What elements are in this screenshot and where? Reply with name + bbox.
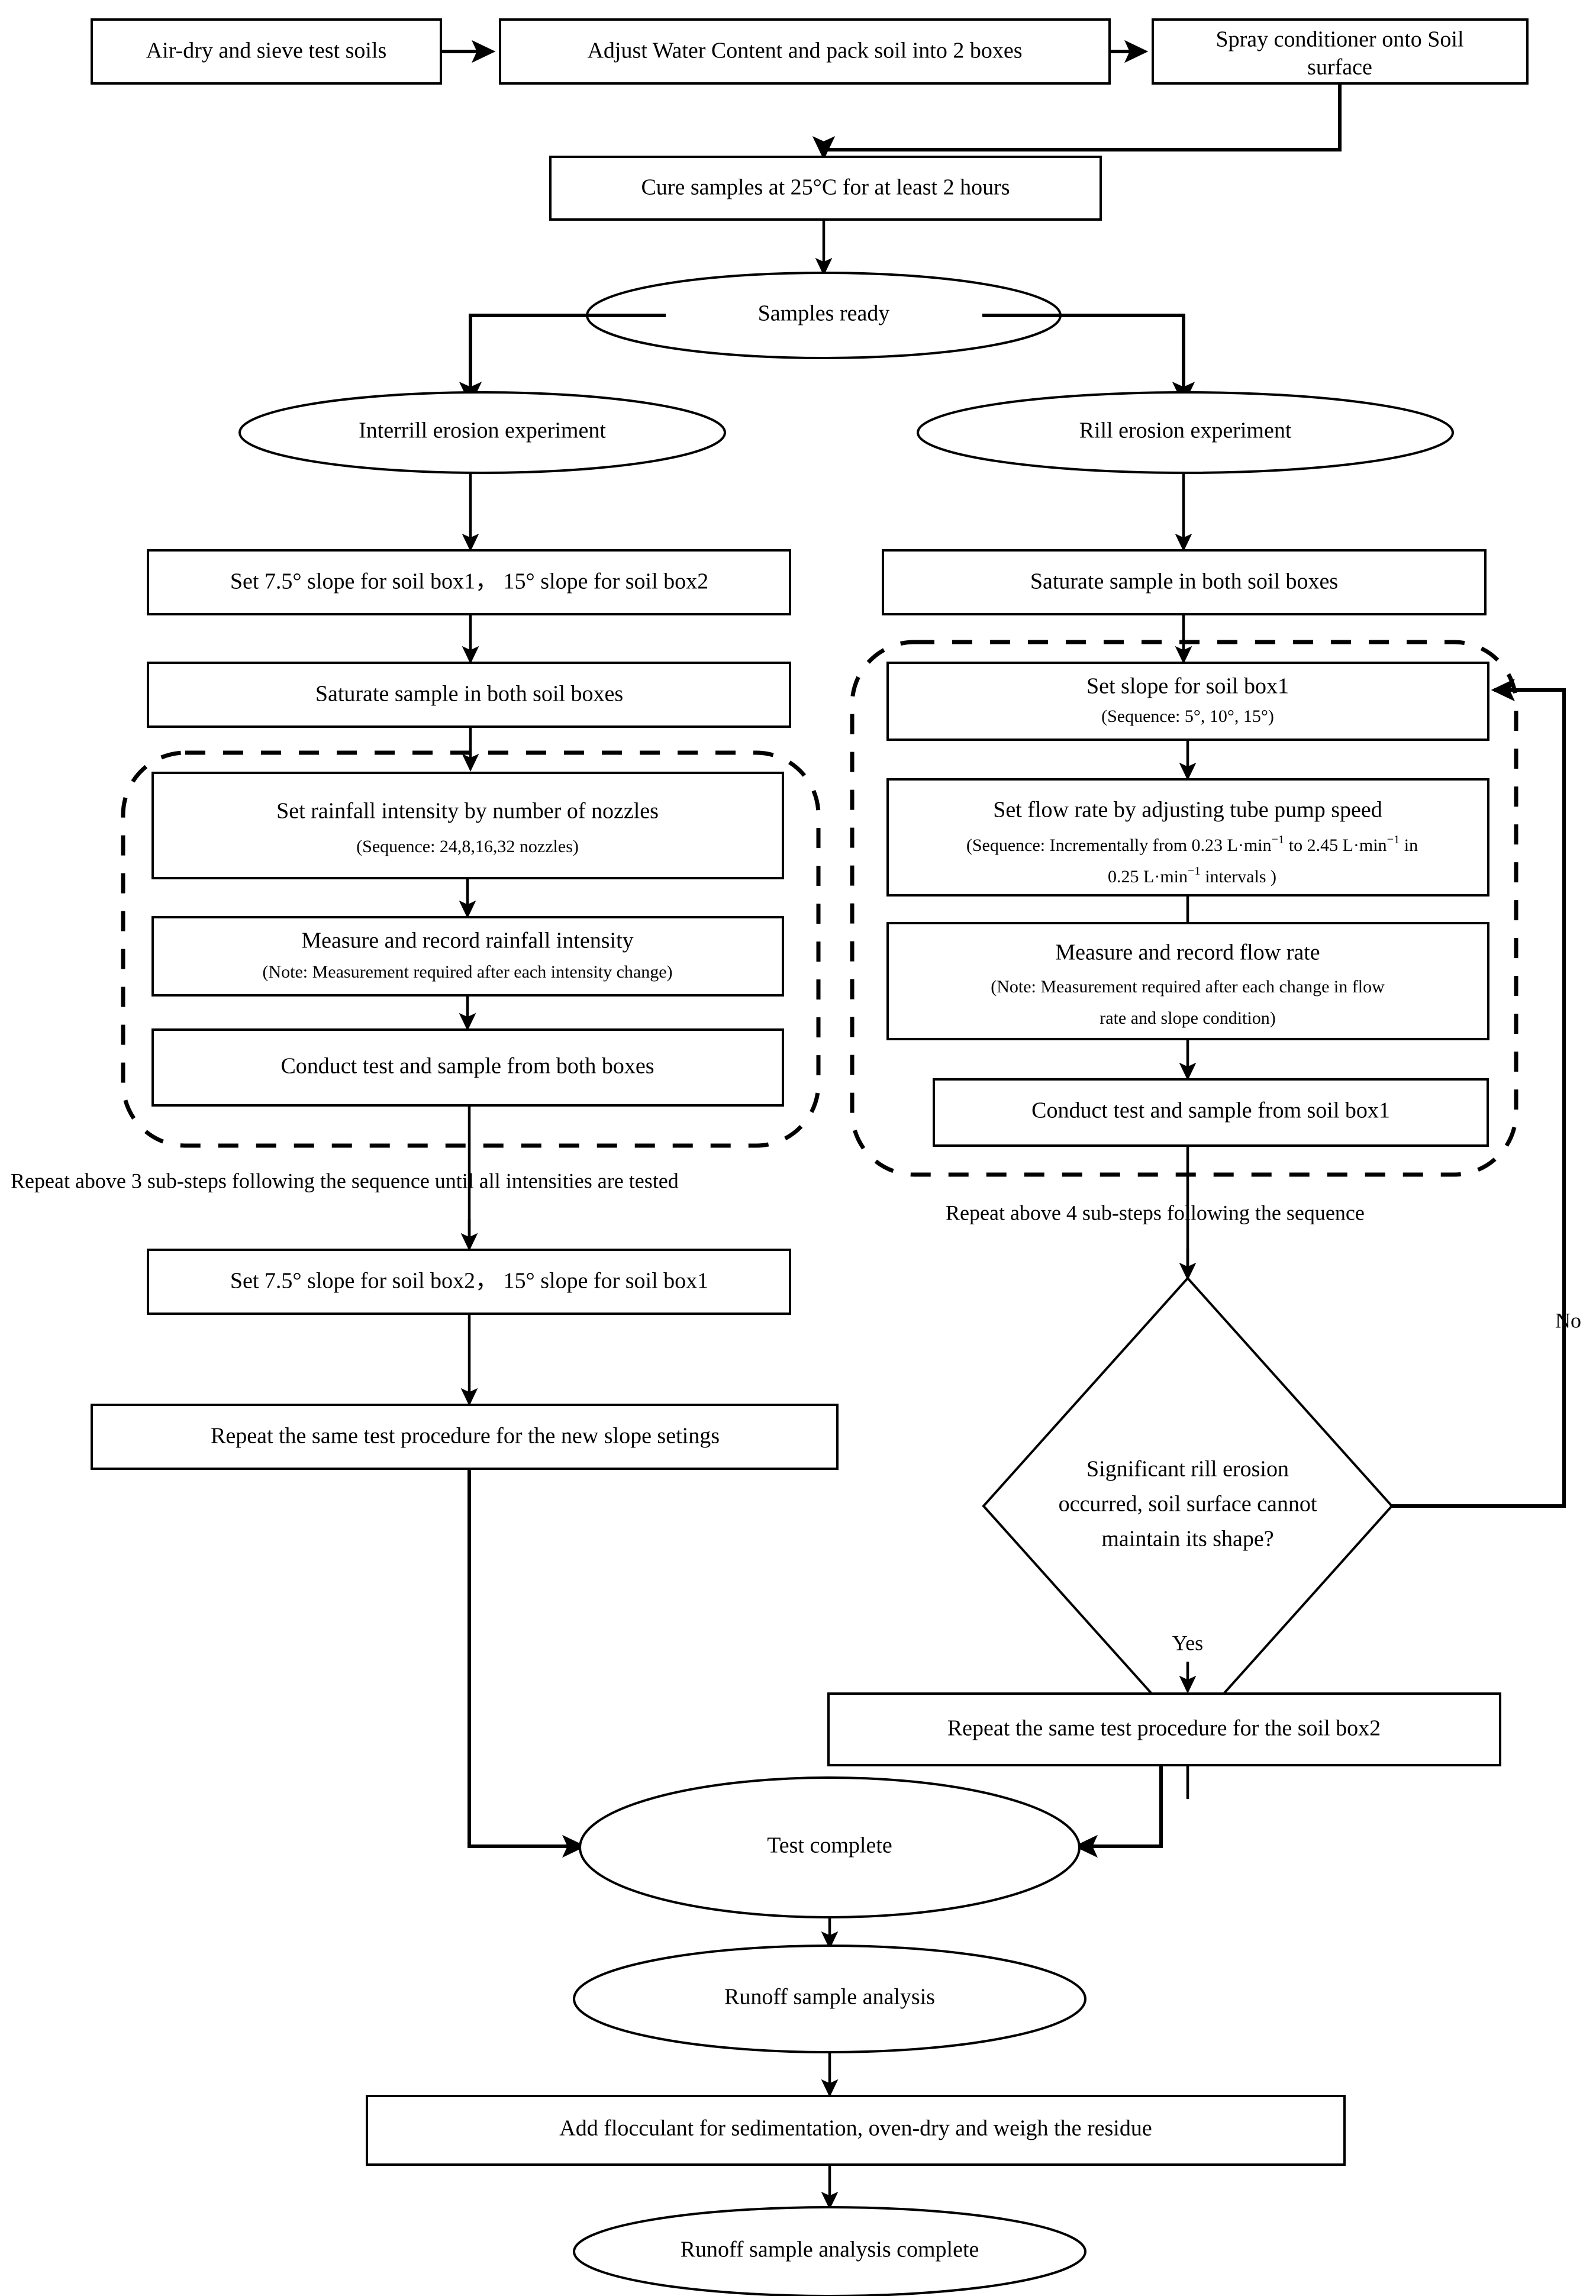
node-conduct-test-right[interactable]: Conduct test and sample from soil box1: [933, 1078, 1489, 1147]
node-cure[interactable]: Cure samples at 25°C for at least 2 hour…: [549, 156, 1102, 221]
node-set-slope-left[interactable]: Set 7.5° slope for soil box1， 15° slope …: [147, 549, 791, 615]
node-set-slope-left-label: Set 7.5° slope for soil box1， 15° slope …: [230, 569, 708, 594]
node-decision-label-line3: maintain its shape?: [1101, 1527, 1273, 1552]
loop-group-interrill: [121, 750, 821, 1148]
node-saturate-left-label: Saturate sample in both soil boxes: [315, 682, 623, 707]
edge-samples-to-interrill-route: [469, 314, 666, 398]
flow-note-1e: in: [1400, 836, 1418, 855]
node-test-complete[interactable]: Test complete: [579, 1776, 1081, 1918]
node-air-dry-label: Air-dry and sieve test soils: [146, 38, 387, 63]
node-decision-label-line1: Significant rill erosion: [1086, 1457, 1289, 1482]
annotation-branch-no: No: [1555, 1308, 1581, 1332]
node-samples-ready-label: Samples ready: [758, 301, 890, 326]
node-set-slope-box1[interactable]: Set slope for soil box1 (Sequence: 5°, 1…: [886, 662, 1489, 741]
node-adjust-water-label: Adjust Water Content and pack soil into …: [587, 38, 1022, 63]
node-saturate-right-label: Saturate sample in both soil boxes: [1030, 569, 1338, 594]
flow-note-1a: (Sequence: Incrementally from 0.23 L·min: [966, 836, 1272, 855]
node-conduct-test-left-label: Conduct test and sample from both boxes: [280, 1054, 654, 1079]
node-measure-flow-rate-note-line1: (Note: Measurement required after each c…: [991, 977, 1385, 997]
node-set-flow-rate-note-line1: (Sequence: Incrementally from 0.23 L·min…: [926, 833, 1449, 855]
node-measure-flow-rate[interactable]: Measure and record flow rate (Note: Meas…: [886, 922, 1489, 1040]
node-interrill-experiment-label: Interrill erosion experiment: [359, 418, 606, 443]
edge-repeatbox2-to-testcomplete-route: [1092, 1765, 1163, 1848]
node-spray-conditioner-label-line1: Spray conditioner onto Soil: [1215, 27, 1463, 52]
flow-note-2a: 0.25 L·min: [1108, 867, 1188, 886]
node-saturate-left[interactable]: Saturate sample in both soil boxes: [147, 662, 791, 728]
edge-samples-to-rill-route: [982, 314, 1185, 398]
node-set-slope-left2-label: Set 7.5° slope for soil box2， 15° slope …: [230, 1269, 708, 1294]
node-test-complete-label: Test complete: [767, 1833, 892, 1858]
node-set-rainfall-intensity[interactable]: Set rainfall intensity by number of nozz…: [151, 772, 784, 879]
edge-spray-to-cure-route: [822, 83, 1342, 155]
node-measure-flow-rate-label: Measure and record flow rate: [1055, 940, 1320, 965]
flow-note-2b: −1: [1188, 865, 1201, 878]
node-conduct-test-left[interactable]: Conduct test and sample from both boxes: [151, 1028, 784, 1107]
node-runoff-analysis-complete[interactable]: Runoff sample analysis complete: [573, 2206, 1086, 2296]
node-repeat-box2-label: Repeat the same test procedure for the s…: [947, 1716, 1381, 1741]
node-runoff-sample-analysis-label: Runoff sample analysis: [724, 1985, 935, 2010]
node-adjust-water[interactable]: Adjust Water Content and pack soil into …: [499, 18, 1111, 85]
node-runoff-sample-analysis[interactable]: Runoff sample analysis: [573, 1944, 1086, 2053]
node-set-slope-box1-label: Set slope for soil box1: [1086, 674, 1289, 699]
node-rill-experiment-label: Rill erosion experiment: [1079, 418, 1292, 443]
node-measure-rainfall-label: Measure and record rainfall intensity: [301, 928, 633, 953]
node-measure-rainfall[interactable]: Measure and record rainfall intensity (N…: [151, 916, 784, 997]
node-set-flow-rate-label: Set flow rate by adjusting tube pump spe…: [993, 798, 1382, 823]
node-decision-label-line2: occurred, soil surface cannot: [1059, 1492, 1317, 1517]
node-set-slope-left2[interactable]: Set 7.5° slope for soil box2， 15° slope …: [147, 1249, 791, 1315]
node-set-rainfall-intensity-label: Set rainfall intensity by number of nozz…: [276, 799, 659, 824]
flow-note-1d: −1: [1387, 833, 1400, 846]
node-air-dry[interactable]: Air-dry and sieve test soils: [91, 18, 442, 85]
node-decision-rill-erosion[interactable]: Significant rill erosion occurred, soil …: [982, 1276, 1394, 1736]
node-measure-rainfall-note: (Note: Measurement required after each i…: [262, 962, 672, 982]
edge-no-loopback-route: [1392, 688, 1566, 1508]
node-spray-conditioner[interactable]: Spray conditioner onto Soil surface: [1152, 18, 1529, 85]
annotation-branch-yes: Yes: [1172, 1631, 1203, 1655]
node-add-flocculant-label: Add flocculant for sedimentation, oven-d…: [559, 2116, 1152, 2141]
node-rill-experiment[interactable]: Rill erosion experiment: [917, 391, 1454, 474]
node-cure-label: Cure samples at 25°C for at least 2 hour…: [641, 175, 1010, 200]
node-repeat-box2[interactable]: Repeat the same test procedure for the s…: [827, 1692, 1501, 1766]
flow-note-1c: to 2.45 L·min: [1284, 836, 1387, 855]
loop-group-rill: [850, 640, 1518, 1177]
edge-repeatslope-to-testcomplete-route: [467, 1469, 568, 1848]
node-conduct-test-right-label: Conduct test and sample from soil box1: [1031, 1098, 1390, 1123]
flow-note-2c: intervals ): [1201, 867, 1276, 886]
node-repeat-new-slope-label: Repeat the same test procedure for the n…: [211, 1424, 720, 1449]
node-saturate-right[interactable]: Saturate sample in both soil boxes: [882, 549, 1487, 615]
node-set-flow-rate[interactable]: Set flow rate by adjusting tube pump spe…: [886, 778, 1489, 897]
node-spray-conditioner-label-line2: surface: [1307, 55, 1372, 80]
node-runoff-analysis-complete-label: Runoff sample analysis complete: [681, 2237, 979, 2262]
node-set-rainfall-intensity-note: (Sequence: 24,8,16,32 nozzles): [356, 837, 579, 856]
annotation-repeat-right: Repeat above 4 sub-steps following the s…: [946, 1201, 1365, 1224]
flow-note-1b: −1: [1272, 833, 1285, 846]
node-add-flocculant[interactable]: Add flocculant for sedimentation, oven-d…: [366, 2095, 1346, 2166]
annotation-repeat-left: Repeat above 3 sub-steps following the s…: [11, 1169, 679, 1192]
node-set-flow-rate-note-line2: 0.25 L·min−1 intervals ): [1068, 865, 1308, 886]
node-measure-flow-rate-note-line2: rate and slope condition): [1100, 1008, 1275, 1028]
node-repeat-new-slope[interactable]: Repeat the same test procedure for the n…: [91, 1404, 839, 1470]
node-interrill-experiment[interactable]: Interrill erosion experiment: [238, 391, 726, 474]
node-set-slope-box1-note: (Sequence: 5°, 10°, 15°): [1101, 707, 1274, 726]
